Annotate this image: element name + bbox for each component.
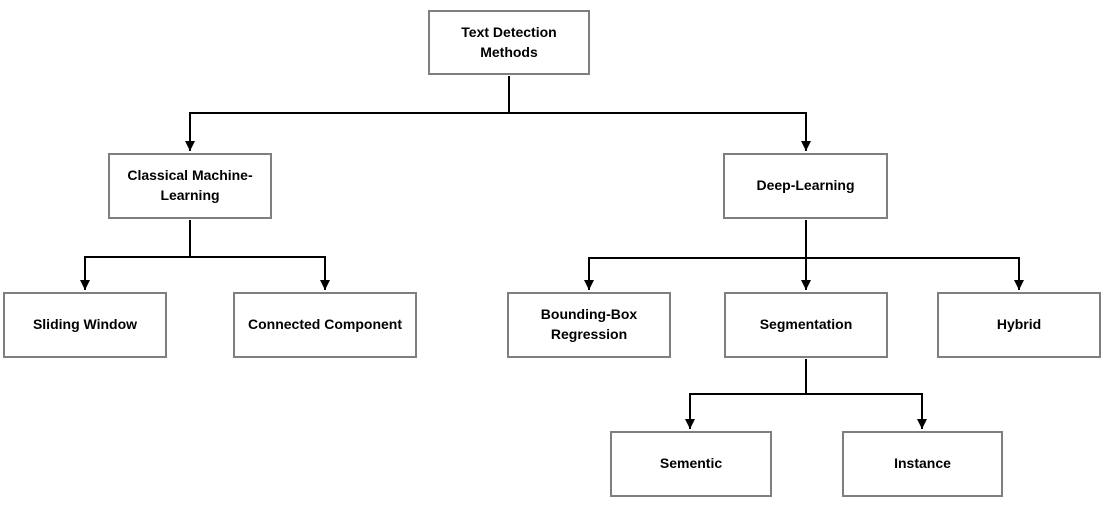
node-label: Hybrid bbox=[996, 316, 1042, 333]
node-sementic: Sementic bbox=[610, 431, 772, 497]
node-instance: Instance bbox=[842, 431, 1003, 497]
node-label: Text Detection Methods bbox=[461, 23, 557, 60]
node-label: Sementic bbox=[659, 455, 723, 472]
node-classical-machine-learning: Classical Machine-Learning bbox=[108, 153, 272, 219]
node-label: Deep-Learning bbox=[756, 177, 855, 194]
node-text-detection-methods: Text Detection Methods bbox=[428, 10, 590, 75]
node-sliding-window: Sliding Window bbox=[3, 292, 167, 358]
node-segmentation: Segmentation bbox=[724, 292, 888, 358]
node-label: Bounding-Box Regression bbox=[540, 306, 638, 342]
node-deep-learning: Deep-Learning bbox=[723, 153, 888, 219]
node-label: Connected Component bbox=[248, 316, 402, 333]
node-connected-component: Connected Component bbox=[233, 292, 417, 358]
node-label: Classical Machine-Learning bbox=[127, 167, 253, 203]
node-label: Sliding Window bbox=[32, 316, 138, 333]
node-bounding-box-regression: Bounding-Box Regression bbox=[507, 292, 671, 358]
node-hybrid: Hybrid bbox=[937, 292, 1101, 358]
node-label: Segmentation bbox=[759, 316, 853, 333]
node-label: Instance bbox=[894, 455, 951, 472]
